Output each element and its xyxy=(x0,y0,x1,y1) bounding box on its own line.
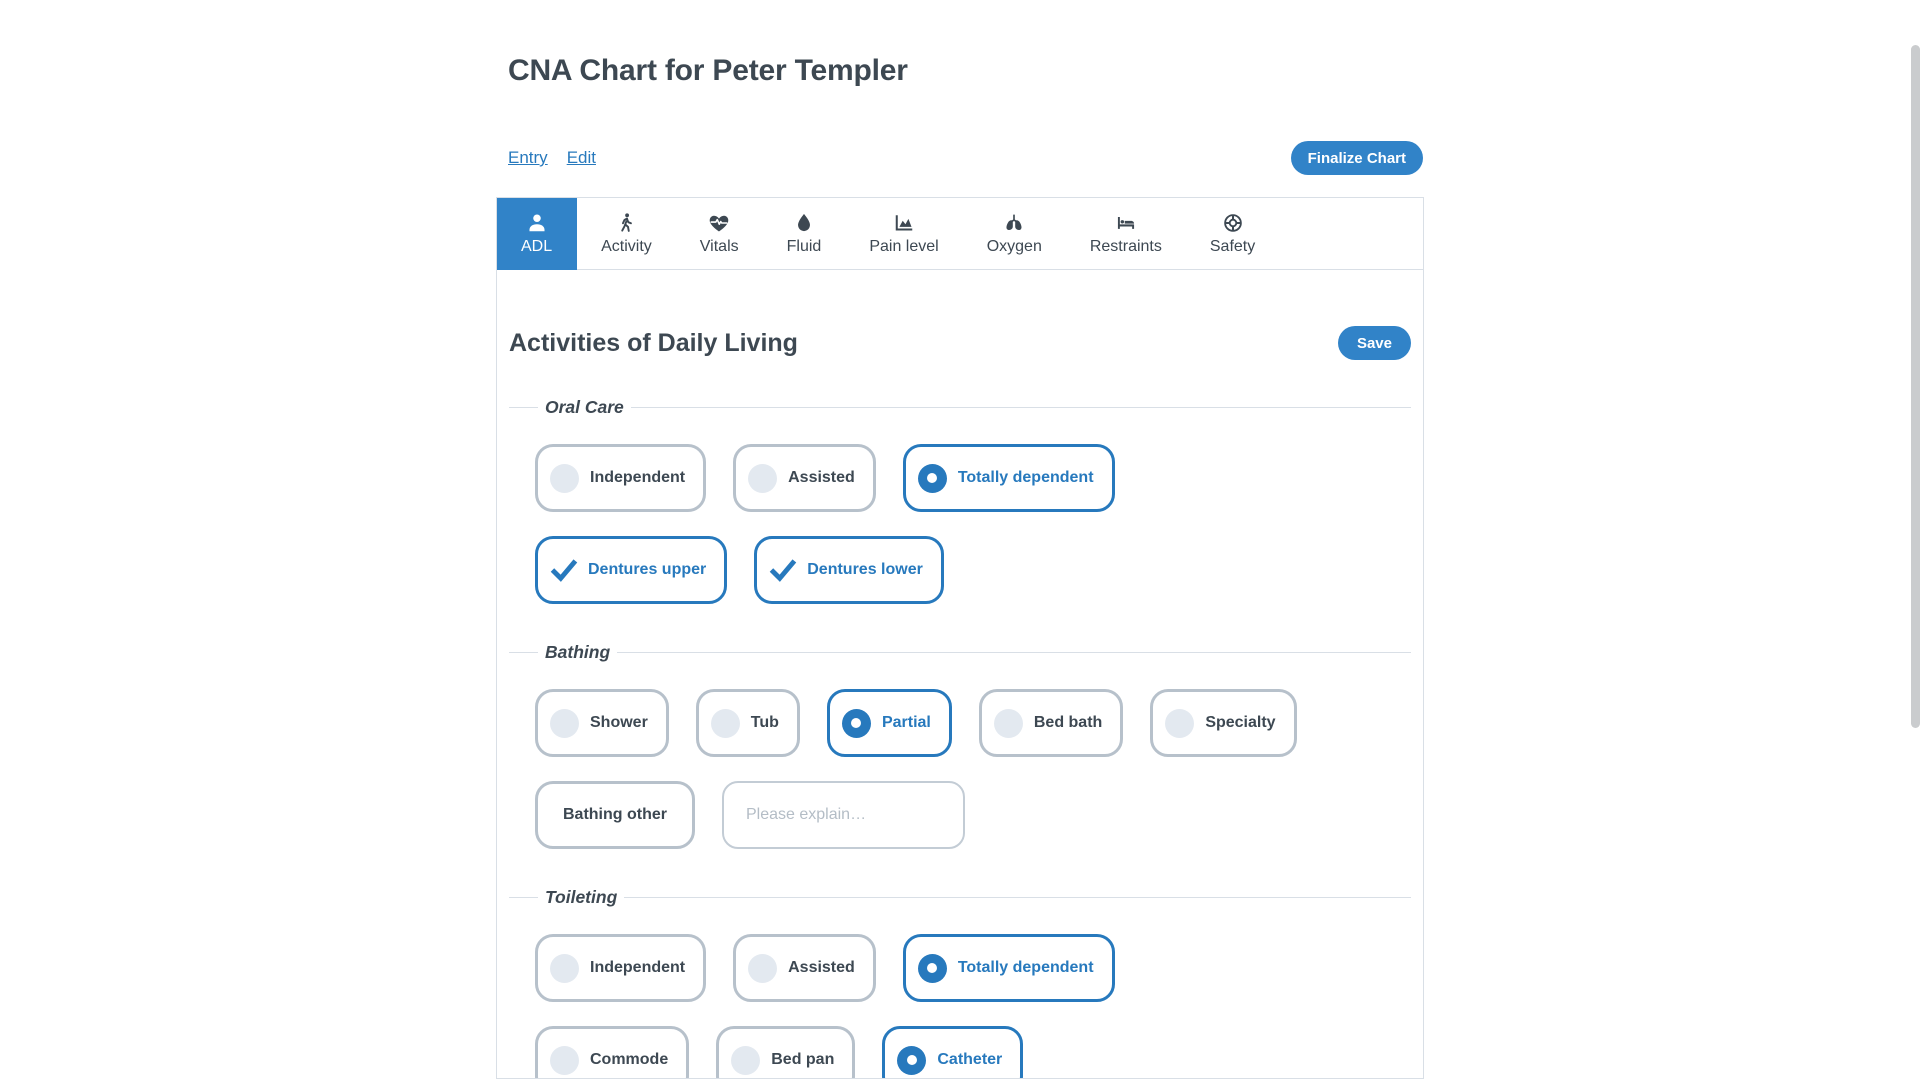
radio-option-commode[interactable]: Commode xyxy=(535,1026,690,1078)
tab-oxygen[interactable]: Oxygen xyxy=(963,198,1066,269)
droplet-icon xyxy=(793,212,815,234)
lungs-icon xyxy=(1003,212,1025,234)
section-legend: Toileting xyxy=(545,887,618,907)
radio-indicator xyxy=(550,1045,579,1075)
section-legend: Bathing xyxy=(545,642,611,662)
radio-option-totally-dependent[interactable]: Totally dependent xyxy=(902,444,1115,512)
bed-icon xyxy=(1115,212,1137,234)
option-row: Shower Tub Partial Bed bath Specialty xyxy=(535,689,1411,757)
radio-option-catheter[interactable]: Catheter xyxy=(882,1026,1024,1078)
area-chart-icon xyxy=(893,212,915,234)
tab-restraints[interactable]: Restraints xyxy=(1066,198,1186,269)
edit-link[interactable]: Edit xyxy=(566,148,596,167)
heart-pulse-icon xyxy=(708,212,730,234)
panel-header: Activities of Daily Living Save xyxy=(509,326,1411,360)
radio-indicator xyxy=(993,708,1023,738)
radio-option-bed-pan[interactable]: Bed pan xyxy=(716,1026,856,1078)
radio-option-independent[interactable]: Independent xyxy=(535,444,707,512)
radio-indicator xyxy=(917,463,947,493)
entry-link[interactable]: Entry xyxy=(508,148,548,167)
option-row: Independent Assisted Totally dependent xyxy=(535,444,1411,512)
radio-indicator xyxy=(550,953,579,983)
finalize-chart-button[interactable]: Finalize Chart xyxy=(1290,141,1423,175)
radio-option-assisted[interactable]: Assisted xyxy=(733,934,876,1002)
option-row: Independent Assisted Totally dependent xyxy=(535,934,1411,1002)
check-icon xyxy=(769,556,797,584)
check-icon xyxy=(550,556,578,584)
radio-indicator xyxy=(710,708,740,738)
radio-option-totally-dependent[interactable]: Totally dependent xyxy=(902,934,1115,1002)
save-button[interactable]: Save xyxy=(1337,326,1411,360)
radio-option-bed-bath[interactable]: Bed bath xyxy=(978,689,1124,757)
radio-option-tub[interactable]: Tub xyxy=(695,689,800,757)
checkbox-option-bathing-other[interactable]: Bathing other xyxy=(535,781,695,849)
radio-indicator xyxy=(550,463,579,493)
radio-option-partial[interactable]: Partial xyxy=(826,689,952,757)
option-row: Commode Bed pan Catheter xyxy=(535,1026,1411,1078)
panel-heading: Activities of Daily Living xyxy=(509,328,798,357)
radio-indicator xyxy=(748,463,778,493)
option-row: Bathing other xyxy=(535,781,1411,849)
life-ring-icon xyxy=(1222,212,1244,234)
person-icon xyxy=(526,212,548,234)
adl-panel: Activities of Daily Living Save Oral Car… xyxy=(497,270,1423,1078)
radio-option-assisted[interactable]: Assisted xyxy=(733,444,876,512)
radio-indicator xyxy=(917,953,947,983)
checkbox-option-dentures-upper[interactable]: Dentures upper xyxy=(535,536,728,604)
radio-indicator xyxy=(550,708,579,738)
scrollbar-thumb[interactable] xyxy=(1911,45,1920,728)
walking-icon xyxy=(615,212,637,234)
radio-indicator xyxy=(1165,708,1195,738)
section-legend: Oral Care xyxy=(545,397,624,417)
checkbox-option-dentures-lower[interactable]: Dentures lower xyxy=(754,536,944,604)
tab-adl[interactable]: ADL xyxy=(497,198,578,270)
radio-indicator xyxy=(841,708,871,738)
page-title: CNA Chart for Peter Templer xyxy=(508,54,908,87)
radio-option-specialty[interactable]: Specialty xyxy=(1150,689,1297,757)
radio-indicator xyxy=(897,1045,927,1075)
tab-pain-level[interactable]: Pain level xyxy=(845,198,962,269)
radio-option-independent[interactable]: Independent xyxy=(535,934,707,1002)
tab-fluid[interactable]: Fluid xyxy=(763,198,846,269)
radio-option-shower[interactable]: Shower xyxy=(535,689,669,757)
header-row: Entry Edit Finalize Chart xyxy=(508,141,1423,175)
explain-input[interactable] xyxy=(722,781,965,849)
tab-activity[interactable]: Activity xyxy=(577,198,676,269)
page: CNA Chart for Peter Templer Entry Edit F… xyxy=(496,0,1424,1079)
radio-indicator xyxy=(731,1045,761,1075)
tab-vitals[interactable]: Vitals xyxy=(676,198,763,269)
radio-indicator xyxy=(748,953,778,983)
tab-safety[interactable]: Safety xyxy=(1186,198,1279,269)
option-row: Dentures upper Dentures lower xyxy=(535,536,1411,604)
